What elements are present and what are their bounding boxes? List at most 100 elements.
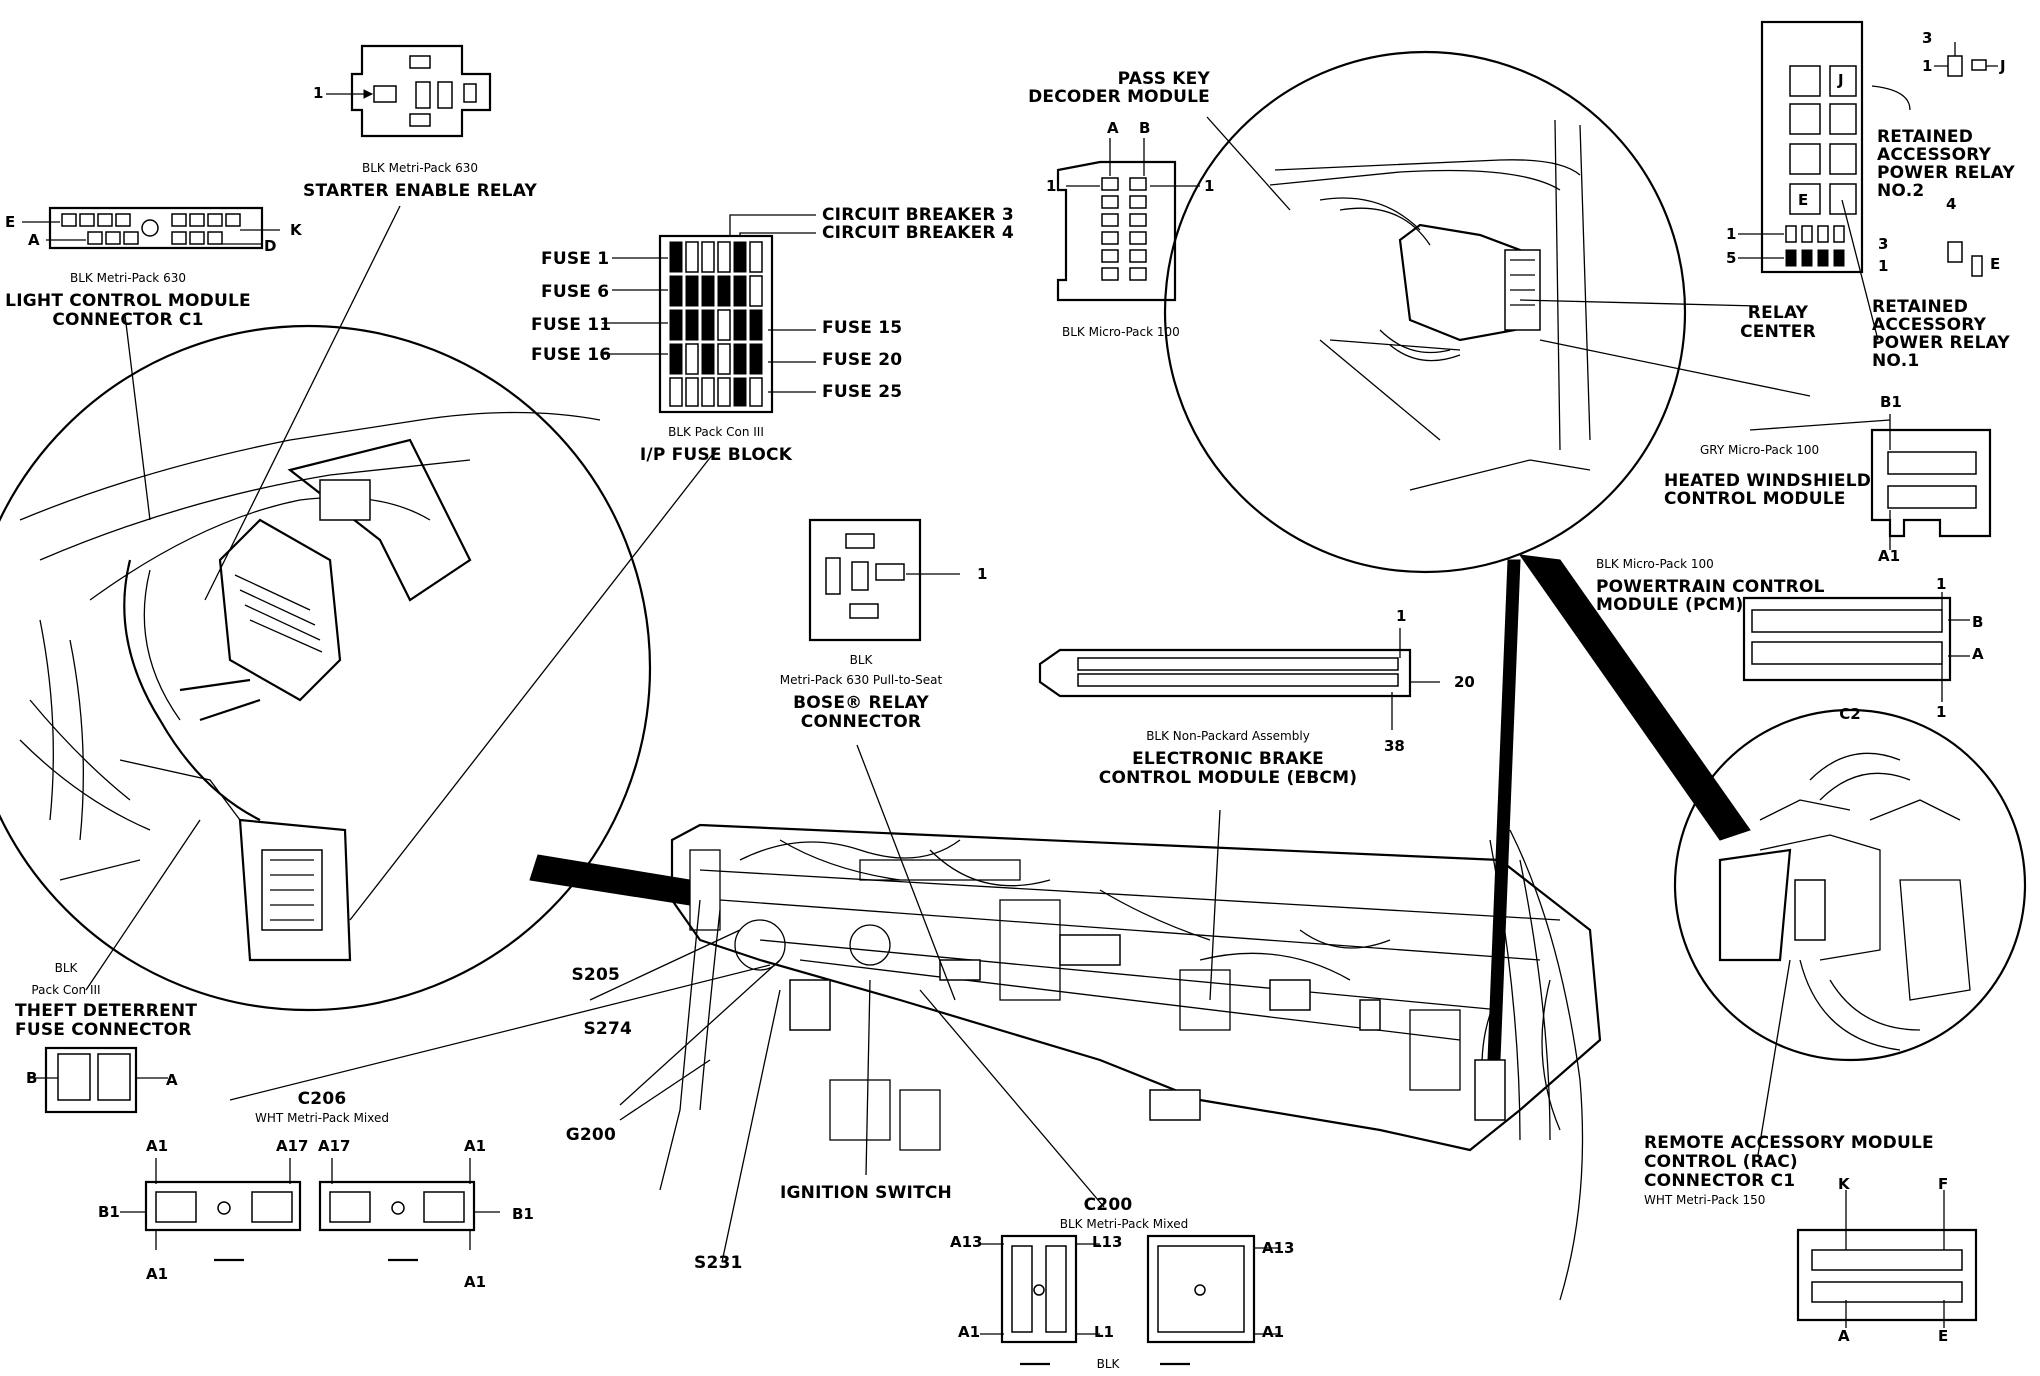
lcm-pin-e: E [5, 213, 16, 231]
theft-pin-b: B [26, 1069, 38, 1087]
harness-band-right [1518, 554, 1751, 841]
rac-pin-f: F [1938, 1175, 1949, 1193]
relay-side-pin-1: 1 [1726, 225, 1737, 243]
ebcm-connector [1038, 628, 1440, 730]
pass-key-pin-b: B [1139, 119, 1151, 137]
fuse-25-label: FUSE 25 [822, 382, 903, 402]
ebcm-pin-20: 20 [1454, 673, 1475, 691]
leader-lines [85, 116, 1811, 1263]
ground-g200-label: G200 [565, 1125, 616, 1145]
pass-key-pin-a: A [1107, 119, 1119, 137]
rac-title-line-3: CONNECTOR C1 [1644, 1171, 1796, 1191]
pcm-pin-b: B [1972, 613, 1984, 631]
c200-pin-a1-right: A1 [1262, 1323, 1285, 1341]
rac-connector-type: WHT Metri-Pack 150 [1644, 1193, 1766, 1207]
splice-s231-label: S231 [694, 1253, 743, 1273]
relay-center-line-2: CENTER [1740, 322, 1816, 342]
rapr2-pin-3: 3 [1922, 29, 1933, 47]
rac-title-line-1: REMOTE ACCESSORY MODULE [1644, 1133, 1934, 1153]
c206-connector-type: WHT Metri-Pack Mixed [255, 1111, 389, 1125]
c200-pin-a13-left: A13 [950, 1233, 983, 1251]
heated-windshield-connector [1870, 414, 1992, 550]
starter-relay-pin-1: 1 [313, 84, 324, 102]
relay-center-e: E [1798, 191, 1809, 209]
starter-enable-relay-connector [326, 44, 492, 138]
splice-s274-label: S274 [583, 1019, 632, 1039]
lcm-connector-type: BLK Metri-Pack 630 [70, 271, 186, 285]
rapr1-pin-e: E [1990, 255, 2001, 273]
top-center-detail-view [1163, 50, 1687, 574]
c206-title: C206 [297, 1089, 347, 1109]
lcm-pin-a: A [28, 231, 40, 249]
harness-band-down [1487, 559, 1521, 1061]
bose-title-line-2: CONNECTOR [800, 712, 922, 732]
c200-connector-type: BLK Metri-Pack Mixed [1059, 1217, 1189, 1231]
lcm-title-line-2: CONNECTOR C1 [52, 310, 204, 330]
c206-pin-b1-right: B1 [512, 1205, 534, 1223]
circuit-breaker-4-label: CIRCUIT BREAKER 4 [822, 223, 1014, 243]
rapr1-pin-4: 4 [1946, 195, 1957, 213]
rapr2-line-3: POWER RELAY [1877, 163, 2015, 183]
lcm-pin-k: K [290, 221, 302, 239]
c206-pin-b1-left: B1 [98, 1203, 120, 1221]
ebcm-pin-1: 1 [1396, 607, 1407, 625]
bose-pin-1: 1 [977, 565, 988, 583]
rac-title-line-2: CONTROL (RAC) [1644, 1152, 1798, 1172]
rapr1-pin-1: 1 [1878, 257, 1889, 275]
ebcm-connector-type: BLK Non-Packard Assembly [1146, 729, 1310, 743]
ignition-switch-label: IGNITION SWITCH [780, 1183, 952, 1203]
c200-pin-l13: L13 [1092, 1233, 1123, 1251]
pass-key-connector-type: BLK Micro-Pack 100 [1062, 325, 1180, 339]
lcm-title-line-1: LIGHT CONTROL MODULE [5, 291, 251, 311]
fuse-block-title: I/P FUSE BLOCK [639, 445, 793, 465]
rac-pin-a: A [1838, 1327, 1850, 1345]
pass-key-title-line-1: PASS KEY [1117, 69, 1210, 89]
pass-key-pin-1-right: 1 [1204, 177, 1215, 195]
rac-pin-k: K [1838, 1175, 1850, 1193]
hwcm-title-line-1: HEATED WINDSHIELD [1664, 471, 1872, 491]
pcm-pin-1-top: 1 [1936, 575, 1947, 593]
harness-band-left [529, 854, 691, 906]
rapr1-pin-3: 3 [1878, 235, 1889, 253]
rac-pin-e: E [1938, 1327, 1949, 1345]
c206-pin-a17-right: A17 [318, 1137, 351, 1155]
starter-relay-connector-type: BLK Metri-Pack 630 [362, 161, 478, 175]
left-detail-view [0, 325, 651, 1011]
theft-connector-type-1: BLK [54, 961, 78, 975]
pcm-title-line-1: POWERTRAIN CONTROL [1596, 577, 1825, 597]
theft-connector-type-2: Pack Con III [31, 983, 101, 997]
c200-title: C200 [1083, 1195, 1133, 1215]
fuse-16-label: FUSE 16 [531, 345, 612, 365]
fuse-20-label: FUSE 20 [822, 350, 903, 370]
bose-connector-type-1: BLK [849, 653, 873, 667]
hwcm-pin-a1: A1 [1878, 547, 1901, 565]
right-detail-view [1673, 708, 2027, 1062]
pcm-c2-connector [1742, 592, 1970, 702]
c200-color-label: BLK [1096, 1357, 1120, 1371]
fuse-1-label: FUSE 1 [541, 249, 610, 269]
rapr1-line-4: NO.1 [1872, 351, 1920, 371]
c200-pin-a13-right: A13 [1262, 1239, 1295, 1257]
theft-deterrent-connector [28, 1046, 168, 1114]
theft-title-line-1: THEFT DETERRENT [15, 1001, 198, 1021]
rapr2-line-2: ACCESSORY [1877, 145, 1992, 165]
c200-connectors [980, 1234, 1278, 1366]
c200-pin-l1: L1 [1094, 1323, 1114, 1341]
relay-center-j: J [1838, 71, 1844, 89]
splice-s205-label: S205 [571, 965, 620, 985]
pcm-pin-1-bottom: 1 [1936, 703, 1947, 721]
c206-pin-a1-bottom-left: A1 [146, 1265, 169, 1283]
hwcm-title-line-2: CONTROL MODULE [1664, 489, 1846, 509]
pcm-c2-label: C2 [1839, 705, 1861, 723]
rapr1-line-2: ACCESSORY [1872, 315, 1987, 335]
theft-title-line-2: FUSE CONNECTOR [15, 1020, 192, 1040]
rapr2-pin-j: J [2000, 57, 2006, 75]
pass-key-pin-1-left: 1 [1046, 177, 1057, 195]
hwcm-pin-b1: B1 [1880, 393, 1902, 411]
fuse-11-label: FUSE 11 [531, 315, 612, 335]
rapr2-line-4: NO.2 [1877, 181, 1925, 201]
c206-pin-a1-top-right: A1 [464, 1137, 487, 1155]
fuse-block-connector-type: BLK Pack Con III [668, 425, 764, 439]
bose-title-line-1: BOSE® RELAY [793, 693, 929, 713]
bose-relay-connector [808, 518, 960, 642]
